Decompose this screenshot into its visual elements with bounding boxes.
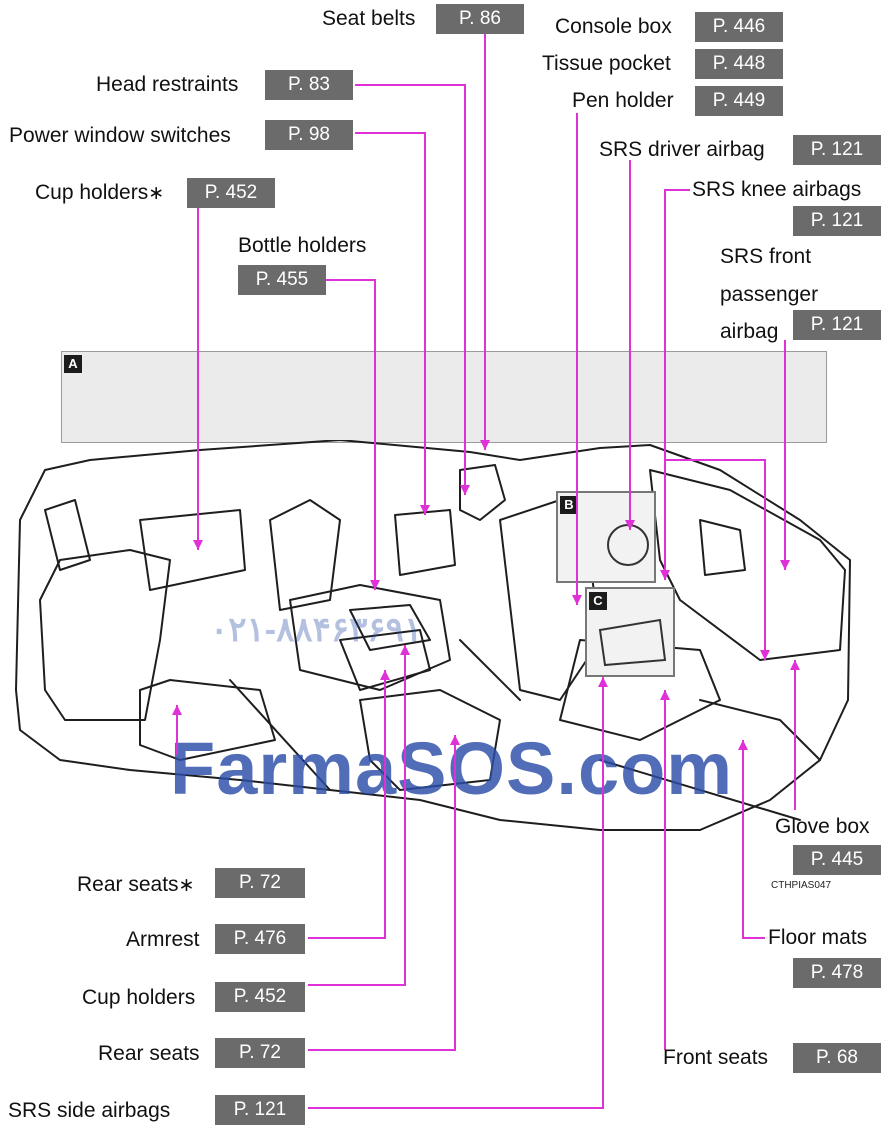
cup-holders-top-label: Cup holders∗ — [35, 181, 165, 204]
srs-driver-airbag-label: SRS driver airbag — [599, 138, 765, 161]
section-tag-b: B — [560, 496, 578, 514]
vehicle-interior-illustration — [15, 440, 851, 831]
power-window-switches-label: Power window switches — [9, 124, 231, 147]
bottle-holders-label: Bottle holders — [238, 234, 367, 257]
pen-holder-page-ref[interactable]: P. 449 — [695, 86, 783, 116]
front-seats-label: Front seats — [663, 1046, 769, 1069]
tissue-pocket-label: Tissue pocket — [542, 52, 671, 75]
seat-belts-label: Seat belts — [322, 7, 416, 30]
srs-driver-airbag-page-ref[interactable]: P. 121 — [793, 135, 881, 165]
srs-front-passenger-label-line2: passenger — [720, 283, 819, 306]
rear-seats-label: Rear seats — [98, 1042, 200, 1065]
footnote-marker: ∗ — [178, 875, 195, 896]
armrest-page-ref[interactable]: P. 476 — [215, 924, 305, 954]
power-window-switches-page-ref[interactable]: P. 98 — [265, 120, 353, 150]
console-box-page-ref[interactable]: P. 446 — [695, 12, 783, 42]
section-tag-c: C — [589, 592, 607, 610]
interior-overview-band — [61, 351, 827, 443]
head-restraints-label: Head restraints — [96, 73, 239, 96]
srs-knee-airbags-page-ref[interactable]: P. 121 — [793, 206, 881, 236]
rear-seats-page-ref[interactable]: P. 72 — [215, 1038, 305, 1068]
cup-holders-bottom-label: Cup holders — [82, 986, 196, 1009]
srs-side-airbags-page-ref[interactable]: P. 121 — [215, 1095, 305, 1125]
head-restraints-page-ref[interactable]: P. 83 — [265, 70, 353, 100]
section-tag-a: A — [64, 355, 82, 373]
front-seats-page-ref[interactable]: P. 68 — [793, 1043, 881, 1073]
seat-belts-page-ref[interactable]: P. 86 — [436, 4, 524, 34]
watermark-phone: ۰۲۱-۸۸۴۶۳۶۹۱ — [210, 611, 423, 649]
glove-box-page-ref[interactable]: P. 445 — [793, 845, 881, 875]
cup-holders-top-page-ref[interactable]: P. 452 — [187, 178, 275, 208]
figure-code: CTHPIAS047 — [771, 880, 832, 891]
floor-mats-page-ref[interactable]: P. 478 — [793, 958, 881, 988]
glove-box-label: Glove box — [775, 815, 870, 838]
console-box-label: Console box — [555, 15, 672, 38]
srs-knee-airbags-label: SRS knee airbags — [692, 178, 862, 201]
footnote-marker: ∗ — [148, 183, 165, 204]
bottle-holders-page-ref[interactable]: P. 455 — [238, 265, 326, 295]
pen-holder-label: Pen holder — [572, 89, 674, 112]
rear-seats-star-label: Rear seats∗ — [77, 873, 195, 896]
srs-front-passenger-label-line1: SRS front — [720, 245, 812, 268]
srs-front-passenger-label-line3: airbag — [720, 320, 779, 343]
srs-side-airbags-label: SRS side airbags — [8, 1099, 171, 1122]
armrest-label: Armrest — [126, 928, 200, 951]
srs-front-passenger-airbag-page-ref[interactable]: P. 121 — [793, 310, 881, 340]
tissue-pocket-page-ref[interactable]: P. 448 — [695, 49, 783, 79]
rear-seats-star-page-ref[interactable]: P. 72 — [215, 868, 305, 898]
cup-holders-bottom-page-ref[interactable]: P. 452 — [215, 982, 305, 1012]
watermark-text: FarmaSOS.com — [170, 727, 734, 810]
floor-mats-label: Floor mats — [768, 926, 868, 949]
